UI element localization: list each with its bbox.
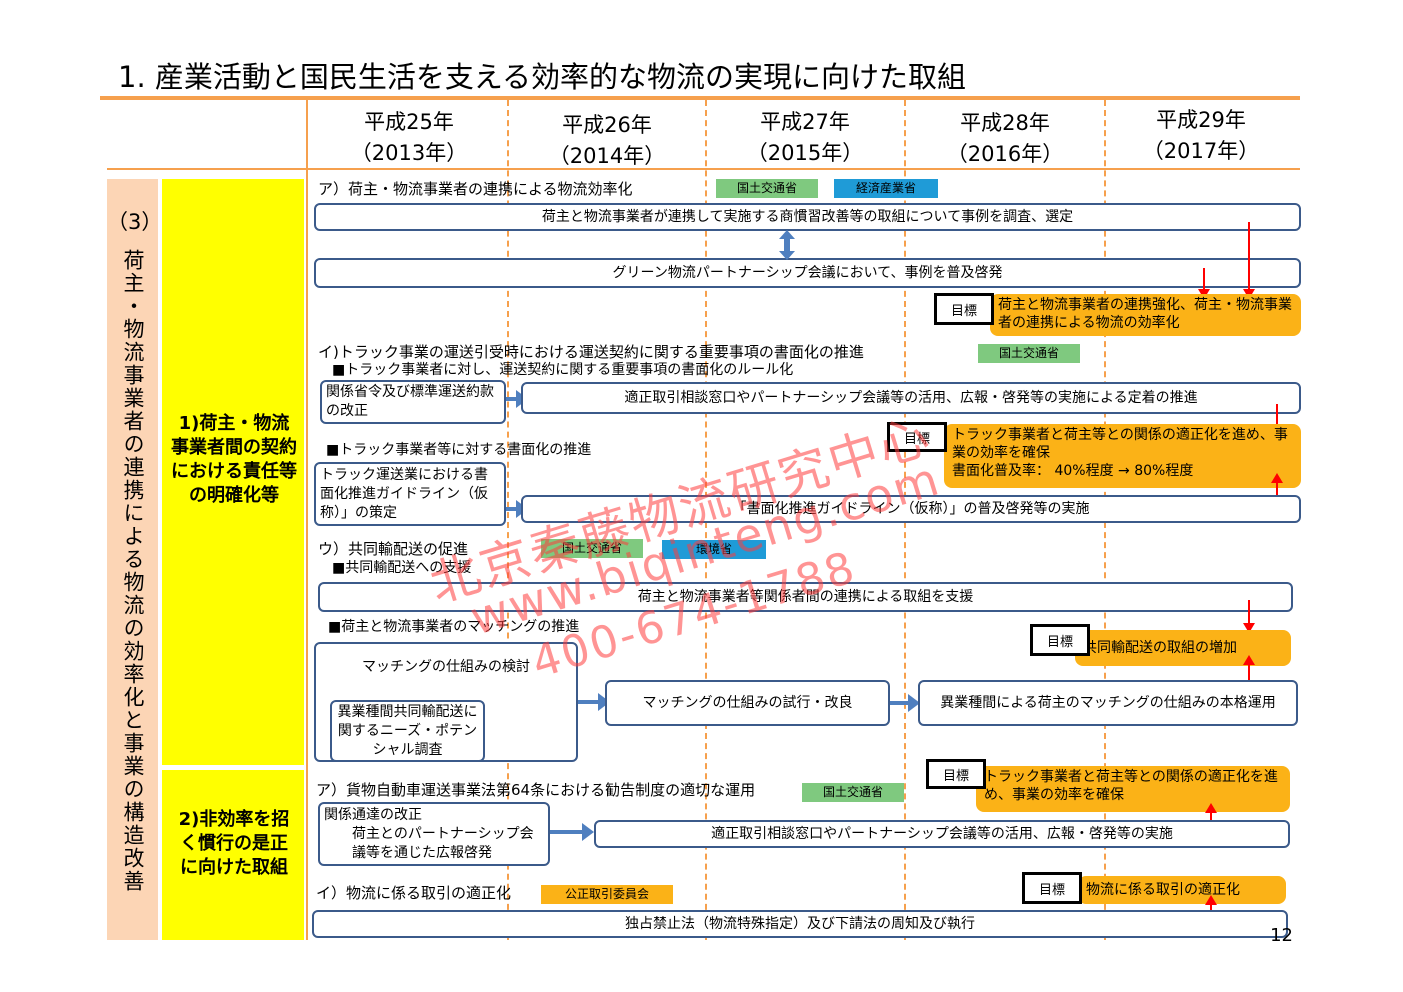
subsection-label-2: 2)非効率を招く慣行の是正に向けた取組 [178, 809, 290, 878]
subsection-cell-1 [162, 179, 304, 765]
year-header-2014: 平成26年（2014年） [548, 113, 666, 168]
item-u-bar-1: 荷主と物流事業者等関係者間の連携による取組を支援 [318, 582, 1293, 612]
item-u-box-3: マッチングの仕組みの試行・改良 [605, 680, 890, 726]
item-i-box-1: 関係省令及び標準運送約款の改正 [320, 380, 506, 424]
blue-right-arrow-icon [506, 390, 528, 408]
item-a-heading: ア）荷主・物流事業者の連携による物流効率化 [318, 180, 633, 198]
red-up-arrow-icon [1271, 473, 1283, 506]
item-c-bar-1: 独占禁止法（物流特殊指定）及び下請法の周知及び執行 [312, 910, 1288, 938]
section-label: （3） 荷主・物流事業者の連携による物流の効率化と事業の構造改善 [107, 210, 162, 901]
page-title: 1. 産業活動と国民生活を支える効率的な物流の実現に向けた取組 [118, 60, 967, 94]
year-header-2016: 平成28年（2016年） [946, 111, 1064, 166]
item-u-heading: ウ）共同輸配送の促進 [318, 540, 469, 558]
red-up-arrow-icon [1243, 655, 1255, 694]
item-u-box-4: 異業種間による荷主のマッチングの仕組みの本格運用 [918, 680, 1298, 726]
red-down-arrow-icon [1271, 404, 1283, 435]
item-u-box-2: 異業種間共同輸配送に関するニーズ・ポテンシャル調査 [330, 700, 485, 762]
section-title: 荷主・物流事業者の連携による物流の効率化と事業の構造改善 [121, 249, 145, 893]
ministry-tag: 国土交通省 [978, 344, 1080, 363]
year-divider [507, 100, 509, 940]
blue-right-arrow-icon [550, 823, 594, 841]
page-number: 12 [1270, 925, 1293, 946]
year-header-2017: 平成29年（2017年） [1142, 108, 1260, 163]
item-i-sub-1: ■トラック事業者に対し、運送契約に関する重要事項の書面化のルール化 [332, 362, 794, 378]
item-u-sub-1: ■共同輸配送への支援 [332, 560, 472, 576]
item-b-heading: ア）貨物自動車運送事業法第64条における勧告制度の適切な運用 [316, 781, 756, 799]
item-b-box-1: 関係通達の改正 荷主とのパートナーシップ会議等を通じた広報啓発 [318, 802, 550, 866]
item-a-bar-1: 荷主と物流事業者が連携して実施する商慣習改善等の取組について事例を調査、選定 [314, 203, 1301, 231]
item-u-goal-text: 共同輸配送の取組の増加 [1075, 630, 1291, 666]
item-b-bar-1: 適正取引相談窓口やパートナーシップ会議等の活用、広報・啓発等の実施 [594, 820, 1290, 848]
column-divider [306, 100, 308, 940]
ministry-tag: 公正取引委員会 [541, 885, 673, 904]
item-i-goal-text: トラック事業者と荷主等との関係の適正化を進め、事業の効率を確保 書面化普及率： … [944, 424, 1301, 488]
item-i-bar-2: 「書面化推進ガイドライン（仮称）」の普及啓発等の実施 [521, 495, 1301, 523]
ministry-tag: 国土交通省 [716, 179, 818, 198]
blue-right-arrow-icon [506, 500, 528, 518]
red-down-arrow-icon [1243, 222, 1255, 299]
item-i-heading: イ)トラック事業の運送引受時における運送契約に関する重要事項の書面化の推進 [318, 343, 864, 361]
item-i-bar-1: 適正取引相談窓口やパートナーシップ会議等の活用、広報・啓発等の実施による定着の推… [521, 382, 1301, 414]
item-b-goal-text: トラック事業者と荷主等との関係の適正化を進め、事業の効率を確保 [976, 766, 1290, 812]
year-header-2015: 平成27年（2015年） [746, 110, 864, 165]
item-a-goal-text: 荷主と物流事業者の連携強化、荷主・物流事業者の連携による物流の効率化 [990, 294, 1301, 336]
red-down-arrow-icon [1198, 268, 1210, 299]
red-down-arrow-icon [1243, 600, 1255, 633]
ministry-tag: 国土交通省 [802, 783, 904, 802]
goal-label: 目標 [934, 293, 994, 325]
item-a-bar-2: グリーン物流パートナーシップ会議において、事例を普及啓発 [314, 258, 1301, 288]
item-i-box-2: トラック運送業における書面化推進ガイドライン（仮称）」の策定 [314, 462, 506, 526]
ministry-tag: 経済産業省 [834, 179, 938, 198]
blue-right-arrow-icon [578, 693, 610, 711]
subsection-label-1: 1)荷主・物流事業者間の契約における責任等の明確化等 [171, 413, 297, 506]
goal-label: 目標 [1022, 872, 1082, 904]
ministry-tag: 環境省 [662, 540, 766, 559]
title-underline [100, 96, 1300, 100]
blue-right-arrow-icon [890, 694, 920, 712]
double-arrow-icon [779, 230, 795, 260]
item-c-heading: イ）物流に係る取引の適正化 [316, 884, 512, 902]
year-header-2013: 平成25年（2013年） [350, 110, 468, 165]
item-c-goal-text: 物流に係る取引の適正化 [1078, 876, 1286, 904]
goal-label: 目標 [926, 759, 986, 789]
item-u-sub-2: ■荷主と物流事業者のマッチングの推進 [328, 619, 580, 635]
ministry-tag: 国土交通省 [541, 539, 643, 558]
goal-label: 目標 [1030, 624, 1090, 656]
item-i-sub-2: ■トラック事業者等に対する書面化の推進 [326, 442, 592, 458]
goal-label: 目標 [887, 422, 947, 452]
header-bottom-line [107, 168, 1300, 170]
section-column [107, 179, 158, 940]
subsection-cell-2 [162, 770, 304, 940]
